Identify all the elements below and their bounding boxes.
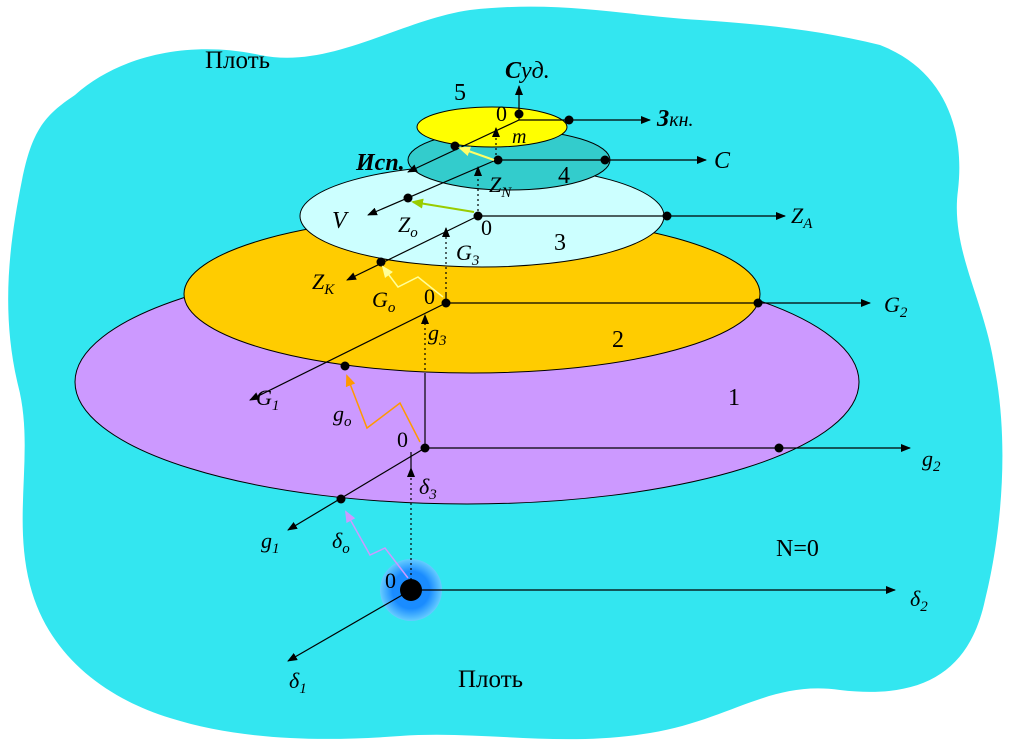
G-o-zigzag <box>381 265 444 298</box>
G3-label: G3 <box>456 240 479 269</box>
n-zero-label: N=0 <box>776 536 819 562</box>
delta-axes <box>287 467 896 662</box>
zkn-label: Зкн. <box>656 106 694 132</box>
deltao-label: δo <box>332 528 350 557</box>
G2-label: G2 <box>884 292 908 321</box>
g-o-zigzag <box>345 374 421 443</box>
delta-o-zigzag <box>345 510 409 579</box>
v-label: V <box>332 208 349 234</box>
level-5-ellipse <box>416 106 568 148</box>
flesh-bottom-label: Плоть <box>458 666 523 693</box>
g-axes <box>287 314 911 531</box>
c-label: C <box>714 148 731 174</box>
origin-zero-5: 0 <box>496 101 507 126</box>
Go-label: Go <box>372 287 396 316</box>
delta2-label: δ2 <box>910 586 928 615</box>
g2-label: g2 <box>922 446 941 475</box>
zk-label: ZK <box>312 269 335 298</box>
origin-zero-g: 0 <box>397 427 408 452</box>
delta1-label: δ1 <box>289 668 307 697</box>
g3-label: g3 <box>428 320 447 349</box>
level-number-4: 4 <box>558 163 570 189</box>
level-number-2: 2 <box>612 327 624 353</box>
delta3-label: δ3 <box>419 474 437 503</box>
level-number-3: 3 <box>554 230 566 256</box>
G1-label: G1 <box>256 385 279 414</box>
isp-label: Исп. <box>355 150 405 176</box>
origin-zero-delta: 0 <box>385 568 396 593</box>
za-label: ZA <box>791 203 813 232</box>
zo-label: Zo <box>398 212 418 241</box>
m-label: m <box>512 126 526 148</box>
flesh-top-label: Плоть <box>205 47 270 74</box>
origin-zero-G: 0 <box>424 284 435 309</box>
zn-label: ZN <box>489 172 512 201</box>
g1-label: g1 <box>261 528 280 557</box>
level-number-5: 5 <box>454 80 466 106</box>
Z-axes <box>346 166 786 281</box>
C-o-arrow <box>458 146 495 161</box>
c-ud-label: Суд. <box>505 58 550 84</box>
Z-o-arrow <box>411 198 475 213</box>
go-label: go <box>333 401 352 430</box>
origin-zero-Z: 0 <box>481 215 492 240</box>
level-number-1: 1 <box>728 385 740 411</box>
axis-dots <box>336 109 784 504</box>
